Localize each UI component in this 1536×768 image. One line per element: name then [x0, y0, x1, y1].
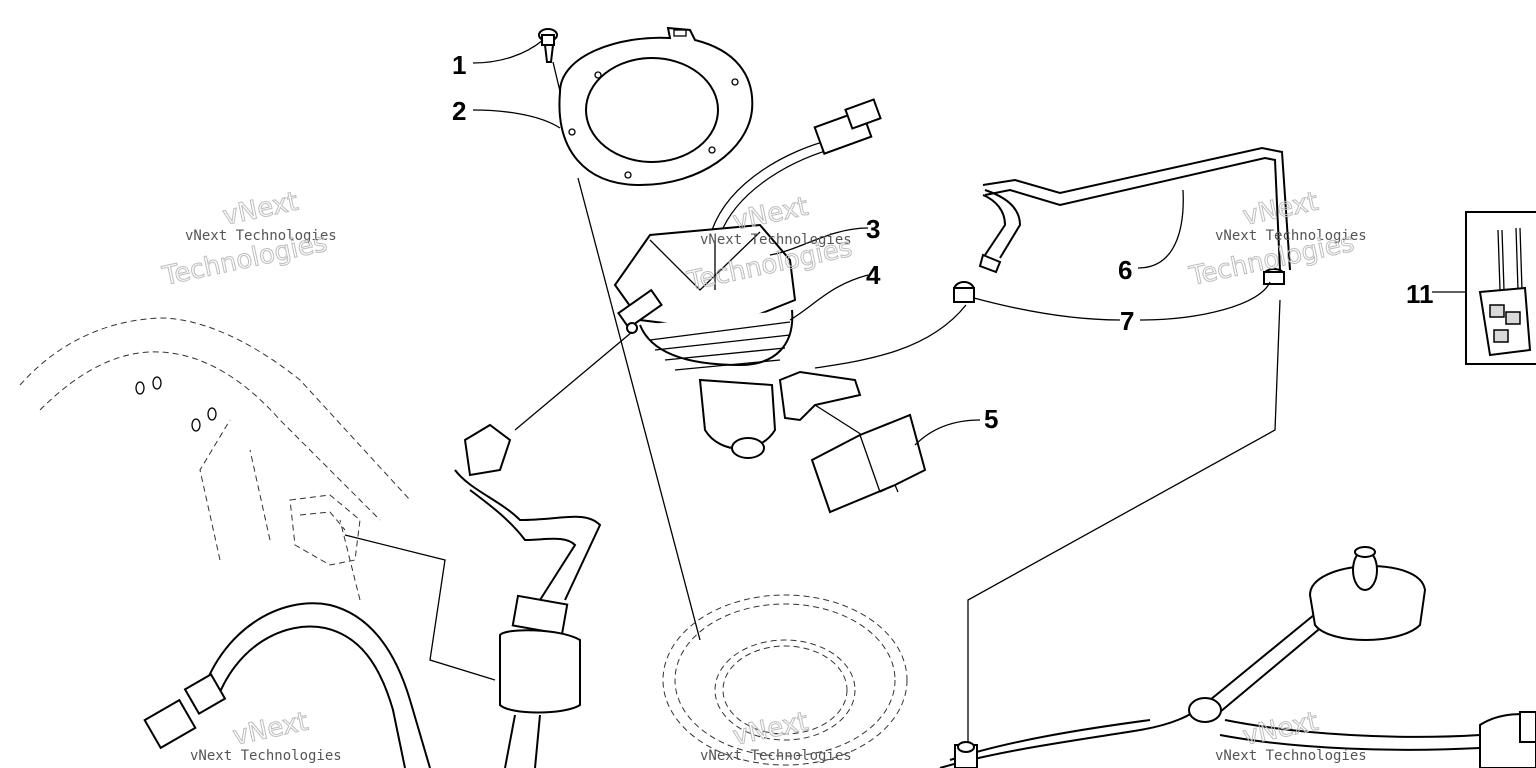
callout-6: 6 [1118, 255, 1132, 285]
vent-tee-assembly [939, 299, 1536, 768]
part-gasket-plate [558, 26, 754, 187]
part-fuel-pump [613, 98, 882, 459]
part-clamp [953, 268, 1285, 303]
watermark-text: vNext Technologies [1215, 748, 1367, 764]
watermark-big: vNext [220, 187, 301, 232]
fuel-hose-assembly [143, 423, 602, 768]
electrical-connector [813, 98, 882, 155]
watermark-text: vNext Technologies [190, 748, 342, 764]
pump-motor-ribs [649, 321, 791, 371]
pump-nozzle [617, 288, 663, 334]
callout-3: 3 [866, 214, 880, 244]
callout-leaders [472, 39, 1466, 446]
part-screw [538, 28, 558, 63]
leader-gasket-to-ring [577, 177, 701, 641]
watermark-text: vNext Technologies [700, 232, 852, 248]
lock-ring [662, 594, 908, 766]
frame-outline [19, 317, 411, 601]
watermark-text: vNext Technologies [1215, 228, 1367, 244]
watermark-big: vNext [1240, 707, 1321, 752]
hose-connector [143, 673, 227, 750]
callout-11: 11 [1406, 279, 1434, 309]
watermark-big: vNext [730, 707, 811, 752]
watermark-big: vNext [230, 707, 311, 752]
callout-5: 5 [984, 404, 998, 434]
leader-nozzle-to-hose [514, 331, 633, 431]
callout-1: 1 [452, 50, 466, 80]
part-11-inset [1465, 211, 1536, 365]
part-float [810, 413, 927, 514]
watermark-big: vNext [730, 192, 811, 237]
watermark-text: vNext Technologies [700, 748, 852, 764]
leader-bracket-to-filter [344, 534, 496, 681]
part-vent-hose [978, 146, 1291, 274]
watermark-big: vNext [1240, 187, 1321, 232]
callout-4: 4 [866, 260, 881, 290]
watermark-layer: vNext Technologies vNext Technologies vN… [159, 186, 1367, 764]
callout-7: 7 [1120, 306, 1134, 336]
callout-labels: 1 2 3 4 5 6 7 11 [452, 50, 1434, 434]
watermark-text: vNext Technologies [185, 228, 337, 244]
callout-2: 2 [452, 96, 466, 126]
